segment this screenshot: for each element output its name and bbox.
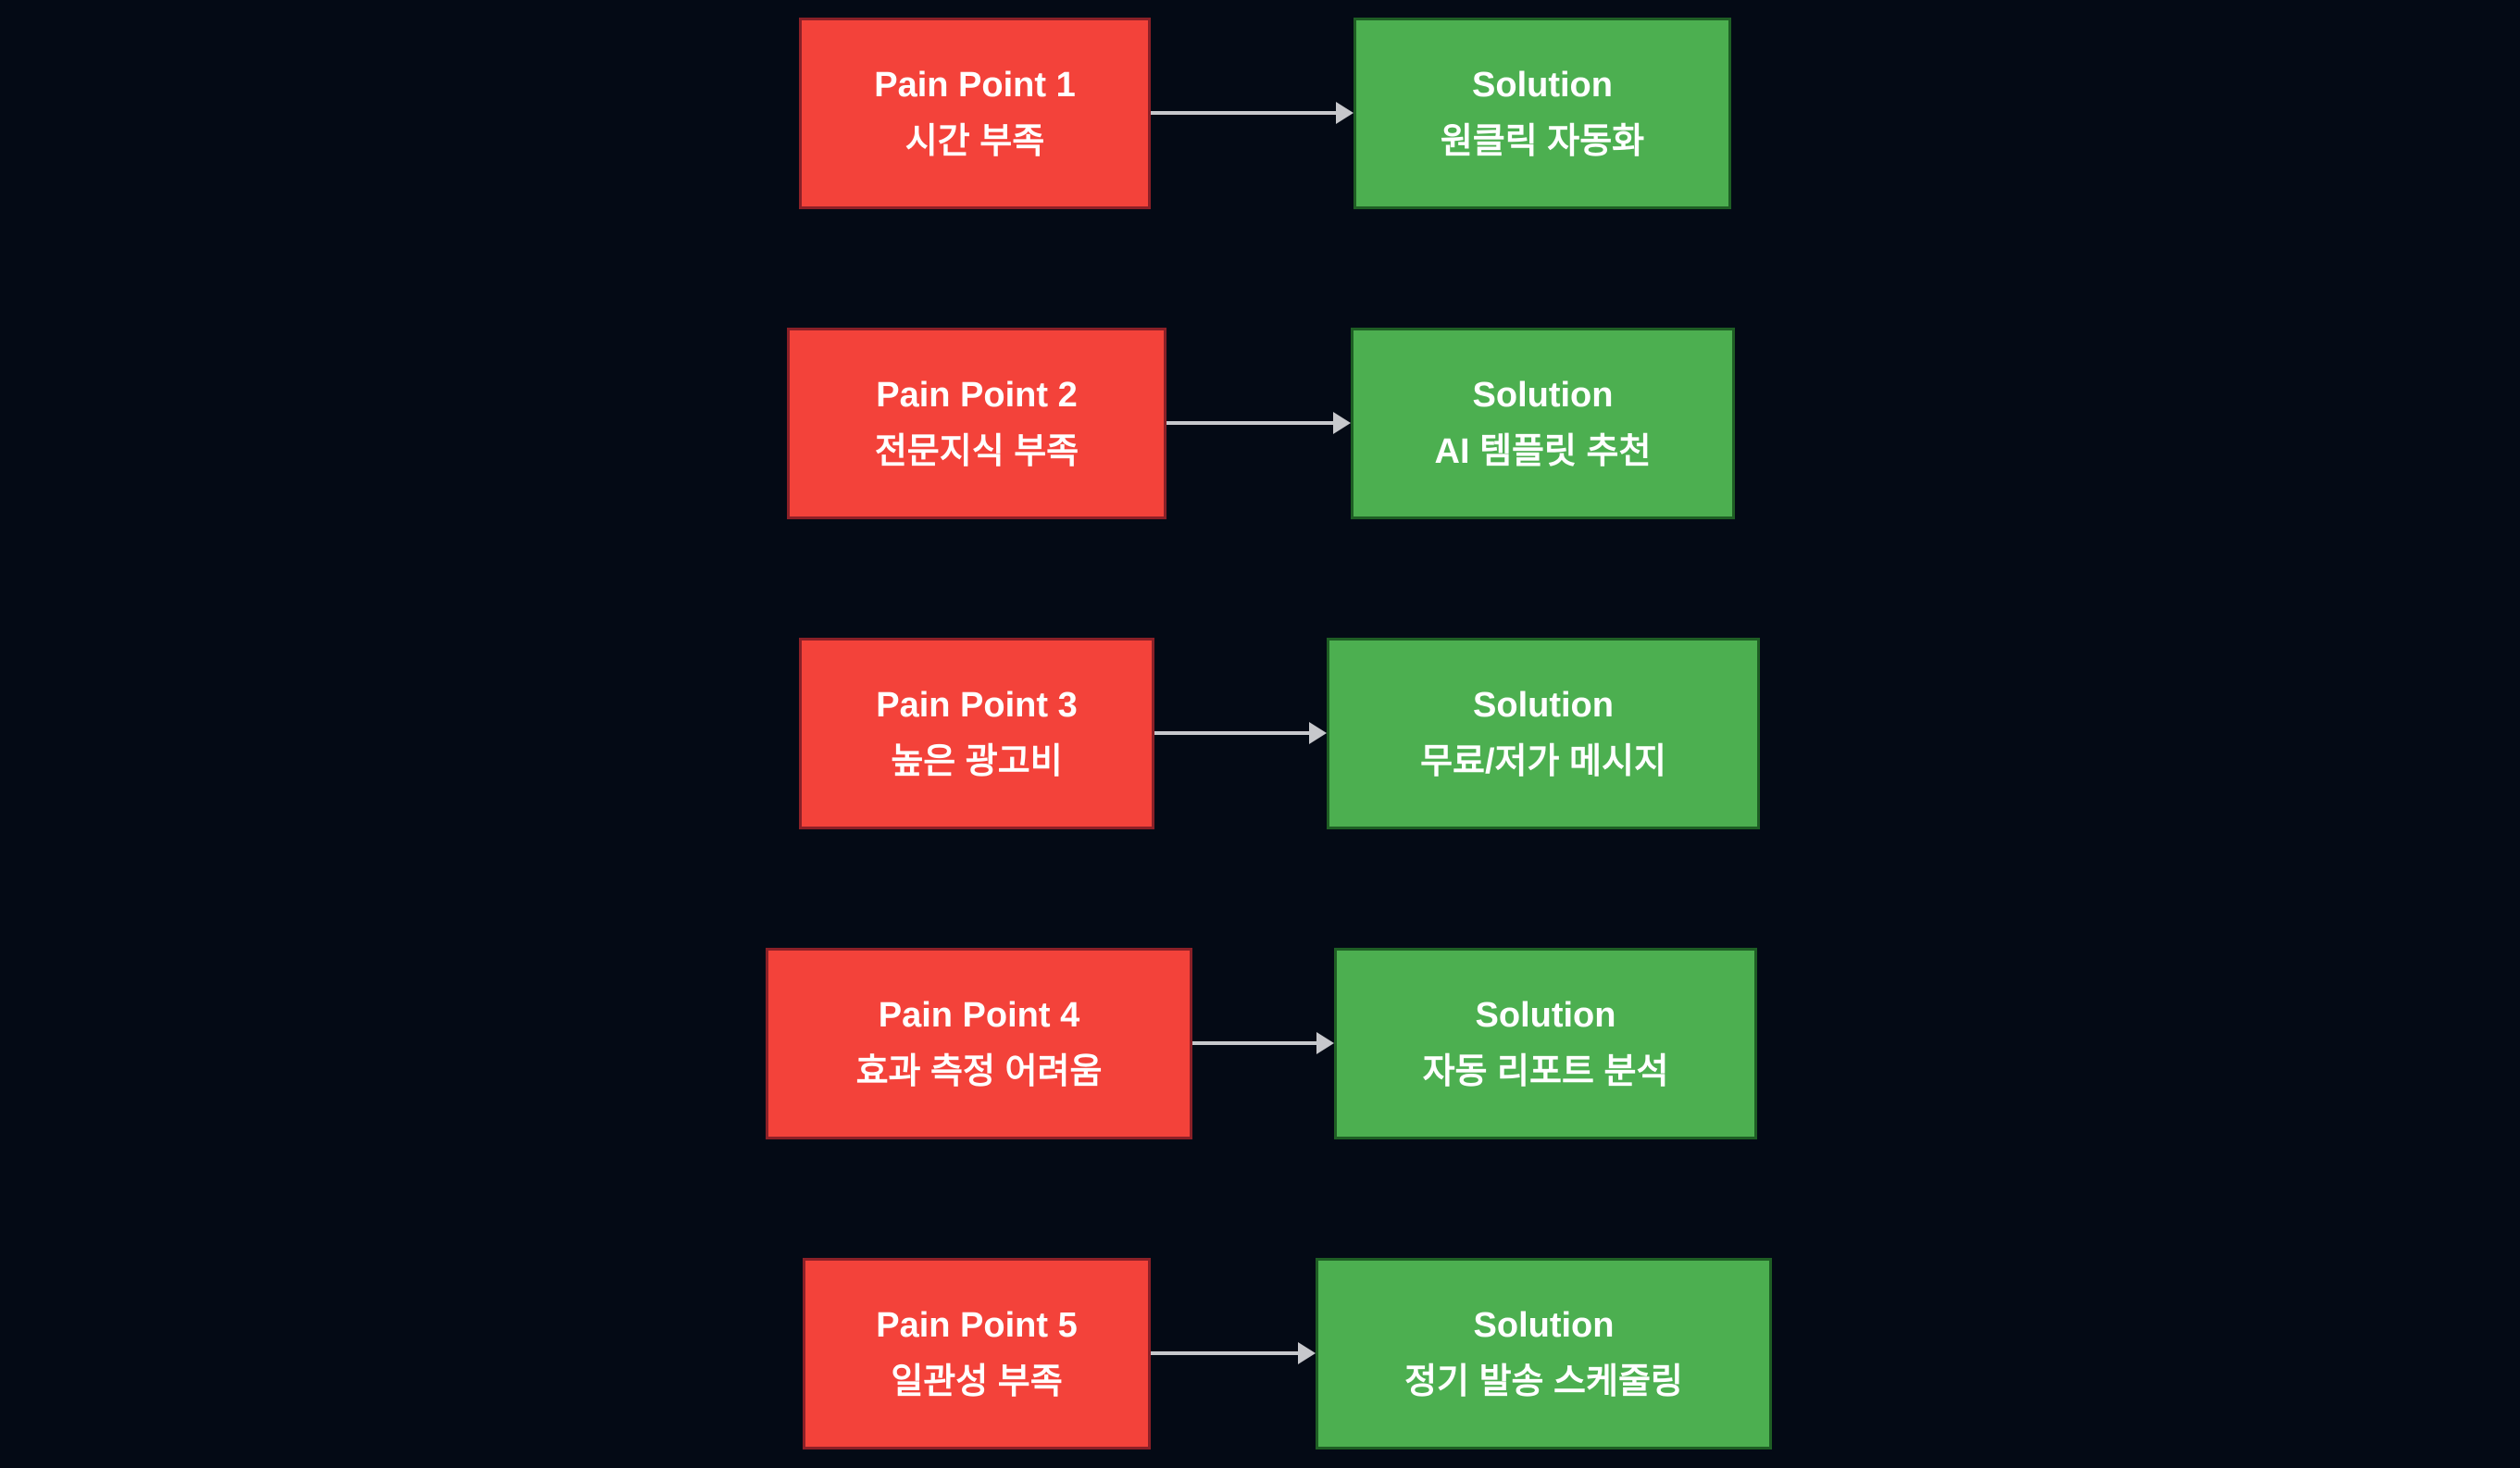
pain-point-5-node: Pain Point 5 일관성 부족 [803, 1258, 1151, 1449]
pain-point-subtitle: 시간 부족 [904, 122, 1045, 161]
solution-4-node: Solution 자동 리포트 분석 [1334, 948, 1757, 1139]
pain-point-title: Pain Point 5 [876, 1306, 1078, 1345]
solution-title: Solution [1473, 686, 1614, 725]
flow-row-2: Pain Point 2 전문지식 부족 Solution AI 템플릿 추천 [0, 328, 2520, 519]
pain-point-title: Pain Point 4 [878, 996, 1080, 1035]
arrow-line [1192, 1041, 1319, 1045]
arrow-line [1151, 111, 1339, 115]
flow-row-4: Pain Point 4 효과 측정 어려움 Solution 자동 리포트 분… [0, 948, 2520, 1139]
arrow-connector [1166, 412, 1351, 434]
pain-point-title: Pain Point 1 [874, 66, 1076, 105]
arrow-connector [1151, 102, 1354, 124]
pain-point-title: Pain Point 2 [876, 376, 1078, 415]
solution-subtitle: 원클릭 자동화 [1440, 122, 1645, 161]
solution-title: Solution [1472, 376, 1614, 415]
solution-1-node: Solution 원클릭 자동화 [1354, 18, 1731, 209]
solution-subtitle: AI 템플릿 추천 [1434, 432, 1652, 471]
pain-point-4-node: Pain Point 4 효과 측정 어려움 [766, 948, 1192, 1139]
arrow-connector [1151, 1342, 1316, 1364]
pain-point-subtitle: 효과 측정 어려움 [855, 1052, 1103, 1091]
arrow-head-icon [1298, 1342, 1316, 1364]
flow-row-1: Pain Point 1 시간 부족 Solution 원클릭 자동화 [0, 18, 2520, 209]
solution-3-node: Solution 무료/저가 메시지 [1327, 638, 1760, 829]
solution-title: Solution [1473, 1306, 1615, 1345]
solution-5-node: Solution 정기 발송 스케줄링 [1316, 1258, 1772, 1449]
pain-point-3-node: Pain Point 3 높은 광고비 [799, 638, 1154, 829]
pain-point-1-node: Pain Point 1 시간 부족 [799, 18, 1151, 209]
pain-point-title: Pain Point 3 [876, 686, 1078, 725]
arrow-line [1166, 421, 1336, 425]
arrow-head-icon [1336, 102, 1354, 124]
pain-point-subtitle: 일관성 부족 [891, 1362, 1063, 1401]
solution-subtitle: 정기 발송 스케줄링 [1404, 1362, 1683, 1401]
flow-row-5: Pain Point 5 일관성 부족 Solution 정기 발송 스케줄링 [0, 1258, 2520, 1449]
pain-point-2-node: Pain Point 2 전문지식 부족 [787, 328, 1166, 519]
arrow-head-icon [1333, 412, 1351, 434]
flow-row-3: Pain Point 3 높은 광고비 Solution 무료/저가 메시지 [0, 638, 2520, 829]
arrow-line [1154, 731, 1312, 735]
solution-title: Solution [1475, 996, 1616, 1035]
solution-title: Solution [1472, 66, 1613, 105]
arrow-head-icon [1316, 1032, 1334, 1054]
pain-point-subtitle: 전문지식 부족 [874, 432, 1079, 471]
solution-subtitle: 무료/저가 메시지 [1420, 742, 1666, 781]
pain-point-subtitle: 높은 광고비 [891, 742, 1063, 781]
arrow-connector [1192, 1032, 1334, 1054]
arrow-connector [1154, 722, 1327, 744]
arrow-line [1151, 1351, 1301, 1355]
arrow-head-icon [1309, 722, 1327, 744]
solution-2-node: Solution AI 템플릿 추천 [1351, 328, 1735, 519]
solution-subtitle: 자동 리포트 분석 [1422, 1052, 1669, 1091]
